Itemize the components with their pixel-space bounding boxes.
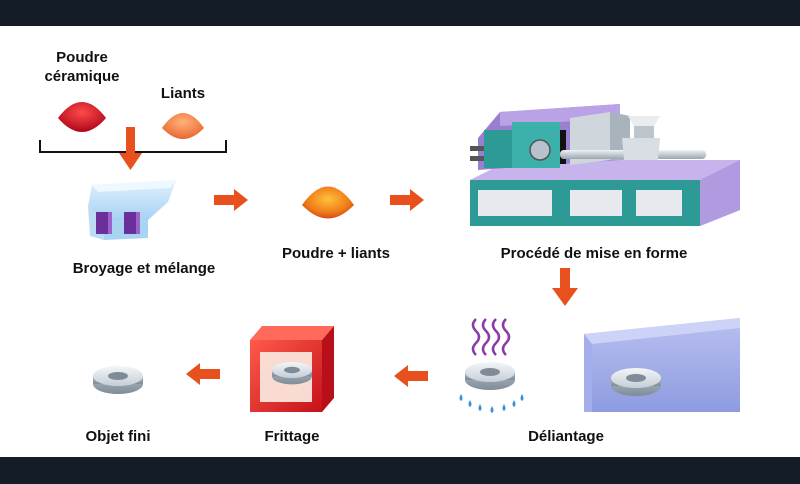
label-ceramic-powder-line1: Poudre <box>56 49 108 66</box>
label-finished-object: Objet fini <box>86 428 151 445</box>
debinding-tank-icon <box>584 318 740 412</box>
label-grinding-mixing: Broyage et mélange <box>73 260 216 277</box>
label-debinding: Déliantage <box>528 428 604 445</box>
label-binders: Liants <box>161 85 205 102</box>
bottom-letterbox <box>0 457 800 484</box>
powder-binders-heap-icon <box>302 186 354 219</box>
injection-machine-icon <box>470 104 740 226</box>
furnace-icon <box>250 326 334 412</box>
binders-heap-icon <box>162 113 204 139</box>
label-ceramic-powder-line2: céramique <box>44 68 119 85</box>
arrow-icon <box>552 268 578 306</box>
arrow-icon <box>119 127 142 170</box>
ceramic-powder-heap-icon <box>58 102 106 132</box>
label-shaping-process: Procédé de mise en forme <box>501 245 688 262</box>
mixer-icon <box>88 180 176 240</box>
arrow-icon <box>186 363 220 385</box>
arrow-icon <box>214 189 248 211</box>
arrow-icon <box>390 189 424 211</box>
label-powder-binders: Poudre + liants <box>282 245 390 262</box>
water-drops-icon <box>459 394 524 413</box>
label-sintering: Frittage <box>264 428 319 445</box>
steam-icon <box>471 318 511 356</box>
ring-part-icon <box>93 366 143 394</box>
top-letterbox <box>0 0 800 26</box>
arrow-icon <box>394 365 428 387</box>
ring-part-icon <box>465 362 515 390</box>
